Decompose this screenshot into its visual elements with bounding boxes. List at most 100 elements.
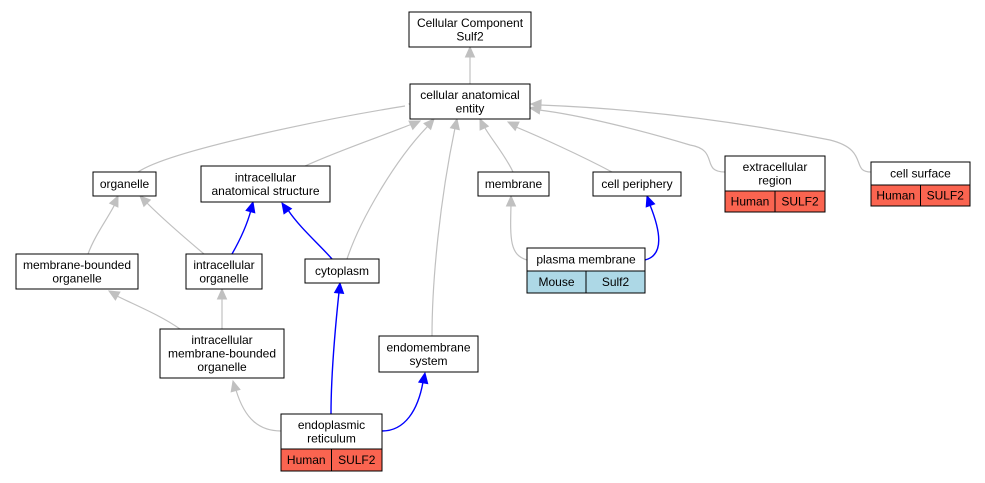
edge-line	[510, 204, 528, 261]
node-label: endoplasmic	[298, 418, 365, 432]
node-label: intracellular	[193, 258, 254, 272]
node-box	[200, 165, 331, 203]
node-label: Sulf2	[456, 29, 484, 43]
node-label: membrane-bounded	[168, 347, 276, 361]
edge-line	[484, 127, 514, 173]
arrowhead	[245, 200, 256, 214]
arrowhead	[423, 118, 435, 131]
node-label: intracellular	[191, 333, 252, 347]
node-box	[159, 328, 285, 379]
node-box	[477, 171, 550, 197]
gene-tag	[585, 270, 646, 294]
node-label: extracellular	[743, 160, 808, 174]
node-label: entity	[456, 101, 485, 115]
node-box	[409, 83, 531, 120]
edge-cell_periphery-to-cae	[506, 121, 613, 173]
node-box	[185, 253, 263, 290]
edge-line	[231, 209, 252, 255]
node-label: cell periphery	[601, 177, 672, 191]
node-cell-periphery[interactable]: cell periphery	[592, 171, 682, 197]
arrowhead	[645, 194, 656, 208]
edge-er-to-endomembrane	[381, 371, 429, 432]
edge-plasma_membrane-to-cell_periphery	[644, 194, 660, 261]
arrowhead	[408, 120, 422, 131]
arrowhead	[506, 121, 520, 132]
edge-membrane-to-cae	[479, 117, 514, 173]
edge-line	[381, 381, 424, 432]
node-box	[408, 11, 532, 48]
edge-line	[146, 202, 205, 255]
node-organelle[interactable]: organelle	[92, 171, 157, 197]
edge-er-to-imbo	[230, 379, 282, 432]
node-label: region	[758, 173, 791, 187]
organism-label: Mouse	[538, 275, 574, 289]
edge-plasma_membrane-to-membrane	[505, 194, 528, 261]
arrowhead	[529, 99, 542, 110]
edge-line	[137, 105, 406, 173]
node-label: reticulum	[307, 431, 356, 445]
edge-ias-to-cae	[304, 120, 422, 167]
node-label: anatomical structure	[211, 184, 319, 198]
arrowhead	[230, 379, 241, 393]
node-label: system	[409, 354, 447, 368]
edge-line	[538, 109, 726, 173]
edge-line	[87, 203, 116, 255]
edge-io-to-organelle	[139, 195, 205, 255]
edge-extracellular_region-to-cae	[528, 104, 726, 173]
organism-label: Human	[876, 189, 915, 203]
node-cytoplasm[interactable]: cytoplasm	[304, 258, 380, 284]
arrowhead	[449, 117, 460, 131]
edge-line	[431, 127, 456, 337]
node-label: cell surface	[890, 167, 951, 181]
arrowhead	[464, 45, 476, 58]
edge-imbo-to-mbo	[107, 290, 181, 330]
node-box	[378, 335, 479, 373]
edge-line	[235, 389, 282, 432]
edge-line	[539, 104, 872, 173]
edge-mbo-to-organelle	[87, 194, 119, 255]
node-label: cytoplasm	[315, 264, 369, 278]
arrowhead	[333, 281, 345, 294]
node-label: organelle	[52, 271, 102, 285]
node-label: organelle	[199, 271, 249, 285]
gene-label: Sulf2	[602, 275, 630, 289]
arrowhead	[216, 287, 228, 300]
edge-cae-to-cc_root	[464, 45, 476, 84]
node-label: membrane	[485, 177, 543, 191]
gene-tag	[331, 448, 383, 472]
node-label: Cellular Component	[417, 16, 524, 30]
node-membrane[interactable]: membrane	[477, 171, 550, 197]
organism-label: Human	[731, 195, 770, 209]
node-label: organelle	[100, 177, 150, 191]
edge-line	[330, 291, 340, 415]
edge-imbo-to-io	[216, 287, 228, 329]
node-label: endomembrane	[386, 340, 470, 354]
gene-tag	[774, 190, 826, 213]
node-box	[304, 258, 380, 284]
arrowhead	[108, 194, 119, 208]
node-box	[92, 171, 157, 197]
gene-tag	[920, 184, 971, 207]
arrowhead	[107, 290, 121, 301]
node-label: organelle	[197, 360, 247, 374]
edge-line	[515, 126, 613, 173]
arrowhead	[505, 194, 517, 207]
node-label: intracellular	[235, 170, 296, 184]
edge-line	[287, 209, 333, 260]
edge-line	[304, 123, 413, 167]
edge-cytoplasm-to-ias	[281, 202, 333, 260]
arrowhead	[479, 117, 490, 131]
